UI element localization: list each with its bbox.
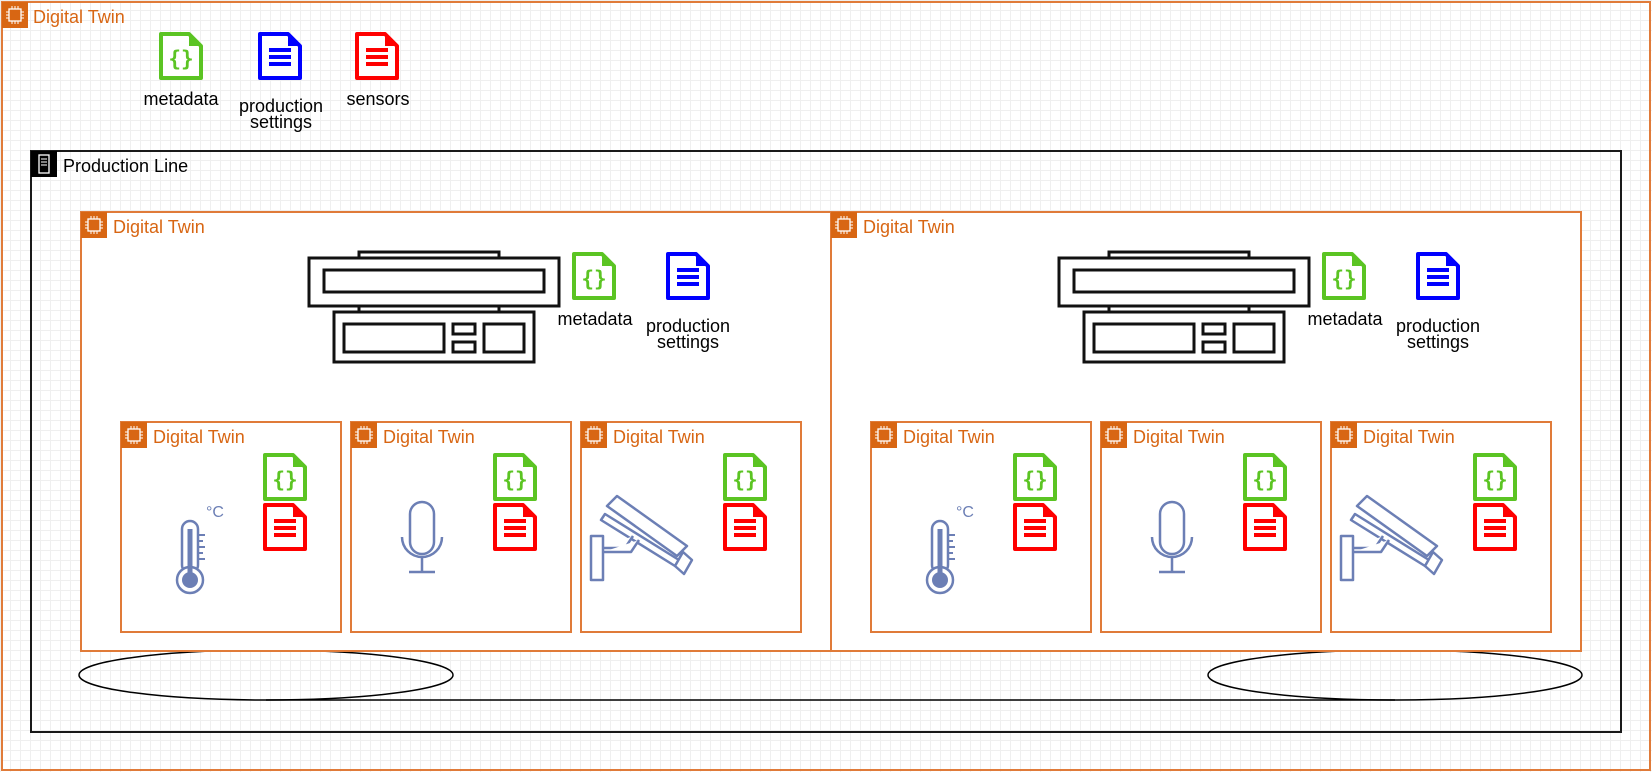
document-file-icon — [258, 32, 302, 80]
document-file-icon — [355, 32, 399, 80]
thermometer-icon — [925, 519, 955, 595]
chip-icon — [871, 422, 897, 448]
svg-text:{}: {} — [168, 47, 193, 71]
sensor-twin-title: Digital Twin — [153, 427, 245, 447]
industrial-machine-icon — [1057, 250, 1311, 364]
microphone-icon — [400, 500, 444, 574]
document-file-icon — [666, 252, 710, 300]
machine-metadata-label: metadata — [1307, 309, 1383, 329]
sensor-twin-title: Digital Twin — [1133, 427, 1225, 447]
conveyor-belt-icon — [78, 649, 1583, 701]
document-file-icon — [1013, 503, 1057, 551]
json-file-icon: {} — [1013, 453, 1057, 501]
top-metadata-label: metadata — [143, 89, 219, 109]
top-production-settings-label: production settings — [238, 96, 324, 132]
sensor-twin-title: Digital Twin — [613, 427, 705, 447]
document-file-icon — [1416, 252, 1460, 300]
machine-metadata-label: metadata — [557, 309, 633, 329]
machine-twin-title: Digital Twin — [113, 217, 205, 237]
temperature-unit-label: °C — [206, 504, 224, 521]
outer-twin-title: Digital Twin — [33, 7, 125, 27]
svg-text:{}: {} — [502, 468, 527, 492]
machine-production-settings-label: production settings — [1395, 316, 1481, 352]
sensor-digital-twin: Digital Twin — [1330, 421, 1552, 633]
chip-icon — [1331, 422, 1357, 448]
chip-icon — [351, 422, 377, 448]
machine-production-settings-label: production settings — [645, 316, 731, 352]
json-file-icon: {} — [723, 453, 767, 501]
temperature-unit-label: °C — [956, 504, 974, 521]
security-camera-icon — [589, 494, 694, 582]
sensor-twin-title: Digital Twin — [903, 427, 995, 447]
microphone-icon — [1150, 500, 1194, 574]
production-line-title: Production Line — [63, 156, 189, 176]
chip-icon — [581, 422, 607, 448]
server-rack-icon — [31, 151, 57, 177]
machine-twin-title: Digital Twin — [863, 217, 955, 237]
document-file-icon — [1243, 503, 1287, 551]
industrial-machine-icon — [307, 250, 561, 364]
json-file-icon: {} — [1322, 252, 1366, 300]
svg-text:{}: {} — [272, 468, 297, 492]
svg-text:{}: {} — [732, 468, 757, 492]
svg-text:{}: {} — [1331, 267, 1356, 291]
json-file-icon: {} — [1473, 453, 1517, 501]
document-file-icon — [493, 503, 537, 551]
sensor-digital-twin: Digital Twin — [350, 421, 572, 633]
production-line-group: Production Line — [30, 150, 1622, 733]
json-file-icon: {} — [572, 252, 616, 300]
sensor-twin-title: Digital Twin — [383, 427, 475, 447]
json-file-icon: {} — [159, 32, 203, 80]
chip-icon — [2, 2, 28, 28]
sensor-digital-twin: Digital Twin — [870, 421, 1092, 633]
thermometer-icon — [175, 519, 205, 595]
chip-icon — [121, 422, 147, 448]
json-file-icon: {} — [263, 453, 307, 501]
svg-text:{}: {} — [1022, 468, 1047, 492]
json-file-icon: {} — [1243, 453, 1287, 501]
sensor-digital-twin: Digital Twin — [120, 421, 342, 633]
chip-icon — [831, 212, 857, 238]
document-file-icon — [263, 503, 307, 551]
chip-icon — [81, 212, 107, 238]
document-file-icon — [723, 503, 767, 551]
sensor-digital-twin: Digital Twin — [580, 421, 802, 633]
chip-icon — [1101, 422, 1127, 448]
document-file-icon — [1473, 503, 1517, 551]
svg-text:{}: {} — [581, 267, 606, 291]
json-file-icon: {} — [493, 453, 537, 501]
top-sensors-label: sensors — [346, 89, 410, 109]
svg-text:{}: {} — [1252, 468, 1277, 492]
svg-text:{}: {} — [1482, 468, 1507, 492]
security-camera-icon — [1339, 494, 1444, 582]
sensor-twin-title: Digital Twin — [1363, 427, 1455, 447]
sensor-digital-twin: Digital Twin — [1100, 421, 1322, 633]
